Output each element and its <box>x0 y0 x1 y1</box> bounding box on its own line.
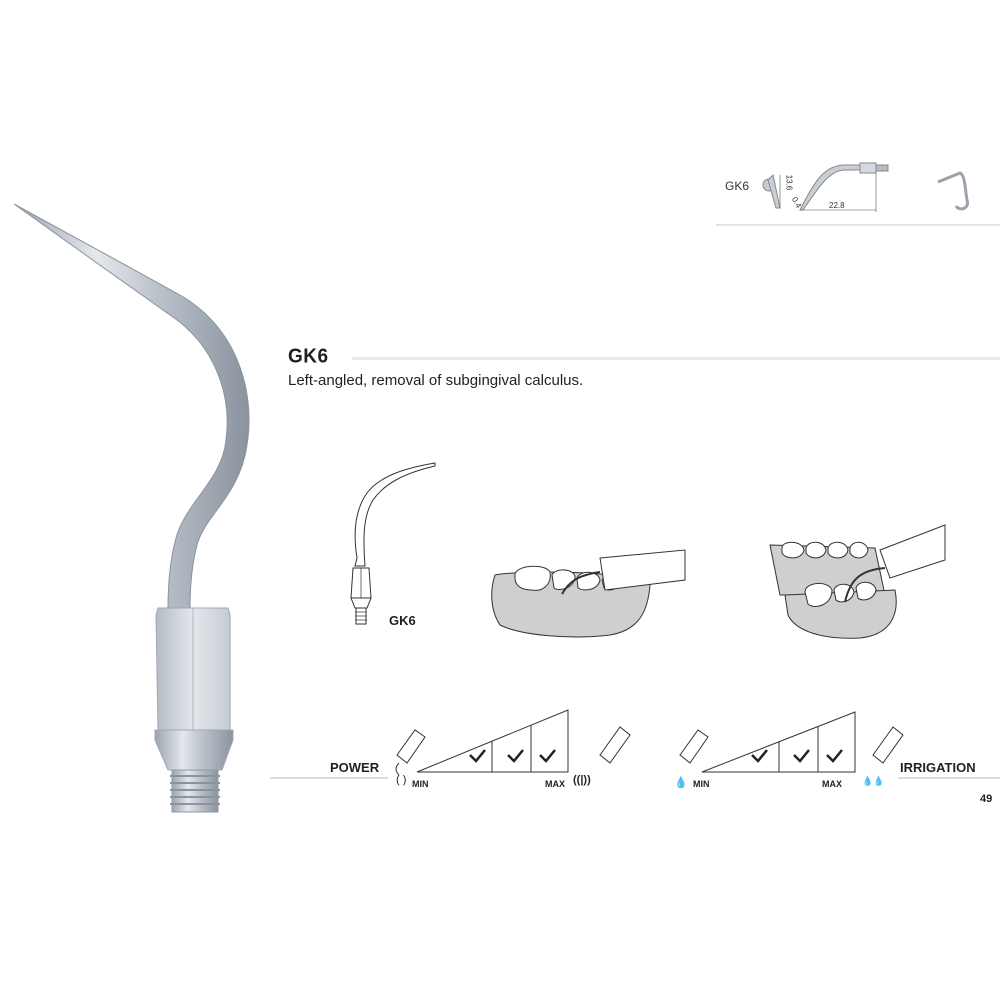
irrigation-min-label: MIN <box>693 779 710 789</box>
irrigation-max-label: MAX <box>822 779 842 789</box>
spec-dimension-diagram <box>762 162 970 212</box>
irrigation-scale-chart <box>679 711 904 773</box>
spec-divider <box>716 224 1000 226</box>
irrigation-label: IRRIGATION <box>900 760 976 775</box>
low-water-drop-icon: 💧 <box>674 777 688 789</box>
power-divider <box>270 777 388 779</box>
power-min-label: MIN <box>412 779 429 789</box>
tip-line-drawing <box>350 462 436 625</box>
usage-illustration-both-jaws <box>769 524 946 639</box>
spec-model-label: GK6 <box>725 179 750 193</box>
irrigation-divider <box>898 777 1000 779</box>
dim-length: 22.8 <box>829 201 845 210</box>
product-description: Left-angled, removal of subgingival calc… <box>288 372 584 389</box>
tip-drawing-label: GK6 <box>389 613 416 628</box>
page-number: 49 <box>980 793 993 805</box>
high-water-drops-icon: 💧💧 <box>862 776 885 786</box>
dim-height: 13.6 <box>784 174 794 191</box>
high-vibration-icon: ((|)) <box>573 774 591 786</box>
low-vibration-icon: ( ) <box>396 774 407 786</box>
power-scale-chart <box>395 709 631 776</box>
power-max-label: MAX <box>545 779 565 789</box>
product-title: GK6 <box>288 345 329 368</box>
power-label: POWER <box>330 760 380 775</box>
large-tip-illustration <box>13 203 250 813</box>
title-divider <box>352 357 1000 360</box>
usage-illustration-lower-jaw <box>491 549 686 638</box>
